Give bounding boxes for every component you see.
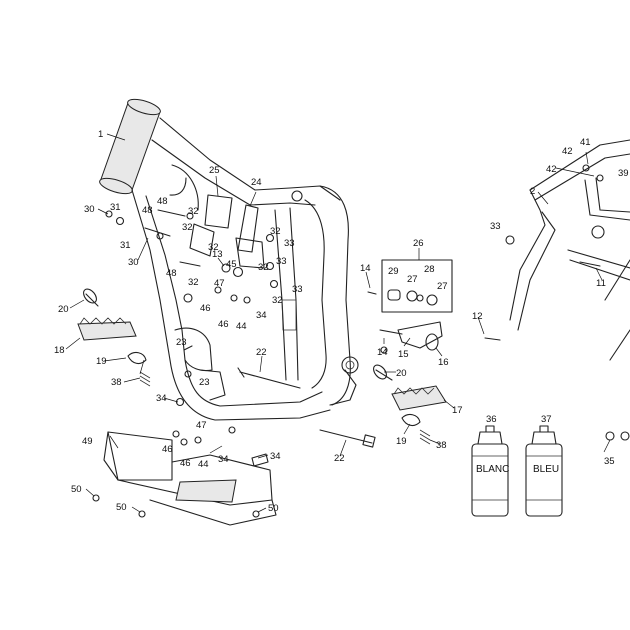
callout-27-top: 27 [407,274,418,285]
callout-48-c: 48 [166,268,177,279]
callout-20-right: 20 [396,368,407,379]
callout-32-c: 32 [208,242,219,253]
callout-34-a: 34 [256,310,267,321]
callout-13: 13 [212,249,223,260]
callout-49: 49 [82,436,93,447]
callout-14-top: 14 [360,263,371,274]
callout-34-c: 34 [218,454,229,465]
callout-16: 16 [438,357,449,368]
callout-31-top: 31 [110,202,121,213]
callout-32-e: 32 [270,226,281,237]
callout-33-a: 33 [284,238,295,249]
callout-labels: 1 2 11 12 13 14 14 15 16 17 18 19 19 20 … [54,129,629,514]
callout-50-b: 50 [116,502,127,513]
callout-47-bottom: 47 [196,420,207,431]
callout-12: 12 [472,311,483,322]
callout-11: 11 [596,278,606,289]
callout-19-left: 19 [96,356,107,367]
callout-48-b: 48 [142,205,153,216]
callout-23-top: 23 [176,337,187,348]
callout-46-d: 46 [180,458,191,469]
callout-32-g: 32 [272,295,283,306]
callout-22-top: 22 [256,347,267,358]
callout-20-left: 20 [58,304,69,315]
callout-17: 17 [452,405,463,416]
callout-38-left: 38 [111,377,122,388]
callout-18: 18 [54,345,65,356]
left-footpeg-assembly [77,288,151,387]
callout-32-b: 32 [182,222,193,233]
callout-19-right: 19 [396,436,407,447]
fasteners [105,209,279,467]
callout-50-a: 50 [71,484,82,495]
callout-44-bottom: 44 [198,459,209,470]
side-stand-pivot [367,291,443,354]
callout-34-d: 34 [270,451,281,462]
callout-33-c: 33 [292,284,303,295]
callout-46-c: 46 [162,444,173,455]
bracket-parts [189,194,265,269]
callout-32-a: 32 [188,206,199,217]
callout-39: 39 [618,168,629,179]
callout-25: 25 [209,165,220,176]
callout-33-b: 33 [276,256,287,267]
steering-head-tube [99,98,161,195]
paint-can-white-label: BLANC [476,464,509,475]
paint-can-blue-label: BLEU [533,464,559,475]
callout-42-left: 42 [546,164,557,175]
main-frame [131,117,376,448]
callout-23-bottom: 23 [199,377,210,388]
callout-28: 28 [424,264,435,275]
callout-15: 15 [398,349,409,360]
callout-44-top: 44 [236,321,247,332]
callout-41: 41 [580,137,591,148]
callout-32-d: 32 [188,277,199,288]
rear-subframe [484,139,630,441]
callout-37: 37 [541,414,552,425]
callout-46-a: 46 [200,303,211,314]
callout-29: 29 [388,266,399,277]
kit-box-26 [381,259,453,313]
right-footpeg-assembly [373,364,447,445]
callout-27-right: 27 [437,281,448,292]
callout-47-top: 47 [214,278,225,289]
callout-35: 35 [604,456,615,467]
callout-14-bottom: 14 [377,347,388,358]
callout-45: 45 [226,259,237,270]
callout-2: 2 [530,186,535,197]
callout-50-c: 50 [268,503,279,514]
callout-31-bottom: 31 [120,240,131,251]
callout-32-f: 32 [258,262,269,273]
leader-lines [65,133,611,513]
callout-34-b: 34 [156,393,167,404]
paint-can-blue [525,425,563,517]
callout-38-right: 38 [436,440,447,451]
callout-26: 26 [413,238,424,249]
callout-30-bottom: 30 [128,257,139,268]
callout-33-subframe: 33 [490,221,501,232]
callout-42-top: 42 [562,146,573,157]
callout-36: 36 [486,414,497,425]
callout-48-a: 48 [157,196,168,207]
callout-30-top: 30 [84,204,95,215]
callout-22-bottom: 22 [334,453,345,464]
paint-can-white [471,425,509,517]
callout-1: 1 [98,129,103,140]
callout-24: 24 [251,177,262,188]
skid-plate [92,431,277,526]
callout-46-b: 46 [218,319,229,330]
